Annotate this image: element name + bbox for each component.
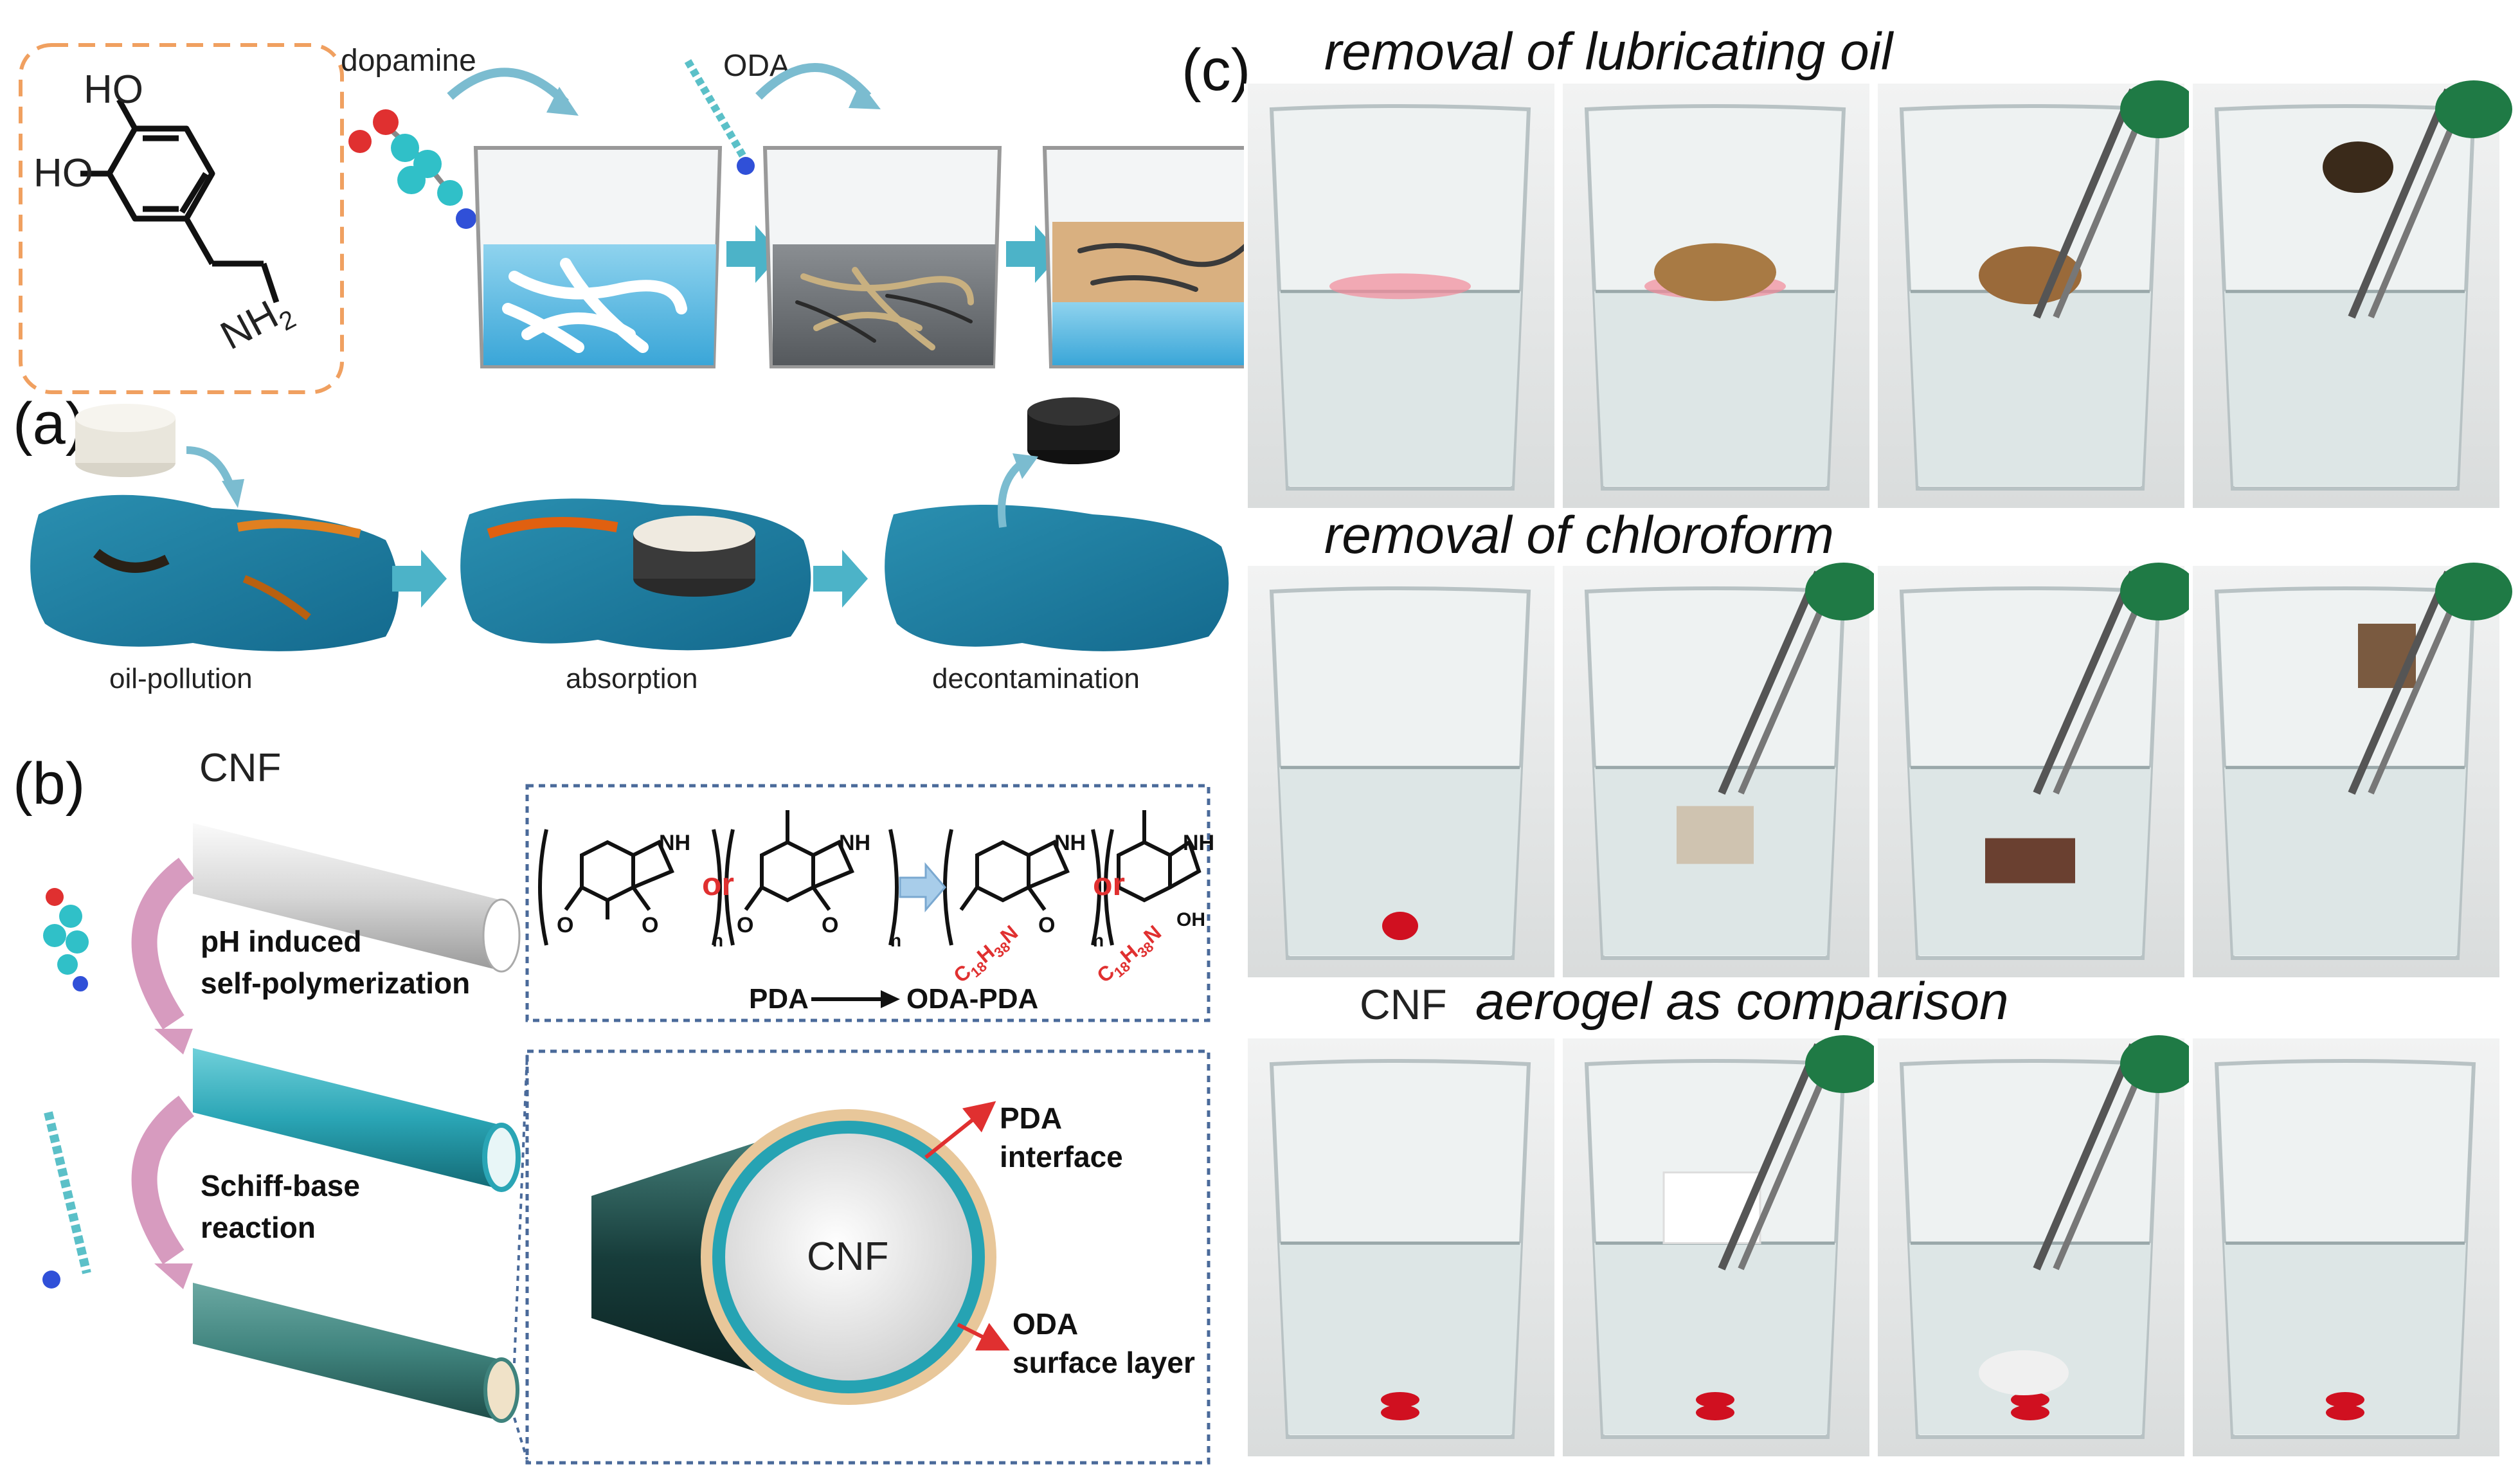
oda-molecule-icon [684, 59, 755, 175]
dopamine-small-icon [43, 888, 89, 991]
cross-section-cnf-label: CNF [807, 1235, 888, 1279]
pda-label: PDA [749, 983, 809, 1015]
o-label-5: O [1038, 913, 1055, 937]
row1-title: removal of lubricating oil [1324, 23, 1895, 81]
cnf-cross-section [591, 1109, 996, 1405]
process-arrow-4 [813, 550, 868, 608]
pda-interface-pointer [924, 1101, 996, 1159]
ho-top-label: HO [84, 68, 143, 112]
photo-r2-c2 [1559, 563, 1882, 977]
o-label-3: O [737, 913, 753, 937]
photo-r3-c3 [1874, 1035, 2197, 1456]
panel-b: (b) CNF [13, 746, 1214, 1465]
photo-r2-c3 [1874, 563, 2197, 977]
decontamination-scene [885, 397, 1229, 651]
n-sub-1: n [712, 930, 723, 950]
stage-label-decontamination: decontamination [932, 663, 1140, 694]
dopamine-structure [80, 98, 280, 303]
o-label-4: O [822, 913, 838, 937]
cnf-rod-white [193, 823, 521, 973]
stage-label-oil-pollution: oil-pollution [109, 663, 253, 694]
dopamine-structure-box [19, 43, 344, 394]
photo-r3-c1 [1244, 1038, 1554, 1456]
panel-a: (a) HO HO NH2 dopamin [13, 43, 1272, 694]
panel-a-label: (a) [13, 391, 85, 457]
dopamine-label: dopamine [341, 44, 476, 78]
cross-section-box [525, 1049, 1210, 1465]
step1-arrow [131, 858, 195, 1030]
photo-r2-c4 [2189, 563, 2512, 977]
step1-label-line2: self-polymerization [201, 966, 470, 1000]
pda-interface-label-line1: PDA [1000, 1101, 1062, 1135]
pda-coated-rod [193, 1048, 521, 1192]
oda-layer-label-line1: ODA [1013, 1307, 1078, 1341]
photo-r2-c1 [1244, 566, 1554, 977]
step1-label-line1: pH induced [201, 925, 361, 958]
alkyl-label-1: C18H38N [949, 921, 1025, 990]
oil-pollution-scene [30, 494, 399, 651]
white-aerogel-icon [75, 404, 176, 477]
photo-r1-c4 [2189, 80, 2512, 508]
pda-interface-label-line2: interface [1000, 1140, 1123, 1173]
beaker-1 [473, 146, 723, 368]
dopamine-molecule-icon [348, 109, 476, 229]
step2-arrow [131, 1096, 195, 1265]
oh-label: OH [1176, 909, 1205, 930]
nh-label-4: NH [1183, 831, 1214, 855]
photo-r1-c1 [1244, 84, 1554, 508]
oda-add-arrow [755, 63, 872, 100]
oda-small-icon [42, 1111, 91, 1289]
panel-c-label: (c) [1182, 37, 1250, 103]
o-label-2: O [642, 913, 658, 937]
beaker-2 [762, 146, 1002, 368]
nh-label-3: NH [1054, 831, 1086, 855]
ho-left-label: HO [33, 151, 93, 195]
nh-label-1: NH [659, 831, 690, 855]
absorption-scene [460, 498, 811, 651]
photo-grid [1244, 80, 2512, 1456]
row3-title-prefix: CNF [1360, 981, 1447, 1028]
dopamine-add-arrow [447, 68, 569, 106]
pda-structures [538, 810, 1202, 946]
row2-title: removal of chloroform [1324, 506, 1834, 565]
photo-r3-c4 [2189, 1038, 2499, 1456]
o-label-1: O [557, 913, 573, 937]
panel-b-label: (b) [13, 751, 85, 817]
photo-r3-c2 [1559, 1035, 1882, 1456]
or-label-1: or [702, 866, 734, 902]
oda-layer-pointer [957, 1323, 1010, 1351]
step2-label-line1: Schiff-base [201, 1169, 360, 1202]
step2-label-line2: reaction [201, 1211, 316, 1244]
stage-label-absorption: absorption [566, 663, 698, 694]
panel-c: (c) removal of lubricating oil removal o… [1182, 23, 2512, 1456]
photo-r1-c2 [1559, 84, 1869, 508]
cnf-rod-label: CNF [199, 746, 281, 790]
oda-layer-label-line2: surface layer [1013, 1346, 1195, 1379]
beaker-3 [1042, 146, 1272, 368]
nh-label-2: NH [839, 831, 870, 855]
n-sub-3: n [1093, 930, 1104, 950]
pda-to-oda-arrow [899, 862, 946, 913]
process-arrow-3 [392, 550, 447, 608]
row3-title: aerogel as comparison [1475, 972, 2009, 1031]
or-label-2: or [1093, 866, 1125, 902]
photo-r1-c3 [1874, 80, 2197, 508]
oda-pda-label: ODA-PDA [906, 983, 1038, 1015]
pda-structure-box [525, 784, 1210, 1022]
nh2-label: NH2 [213, 285, 300, 363]
n-sub-2: n [890, 930, 901, 950]
oda-pda-coated-rod [193, 1283, 519, 1423]
